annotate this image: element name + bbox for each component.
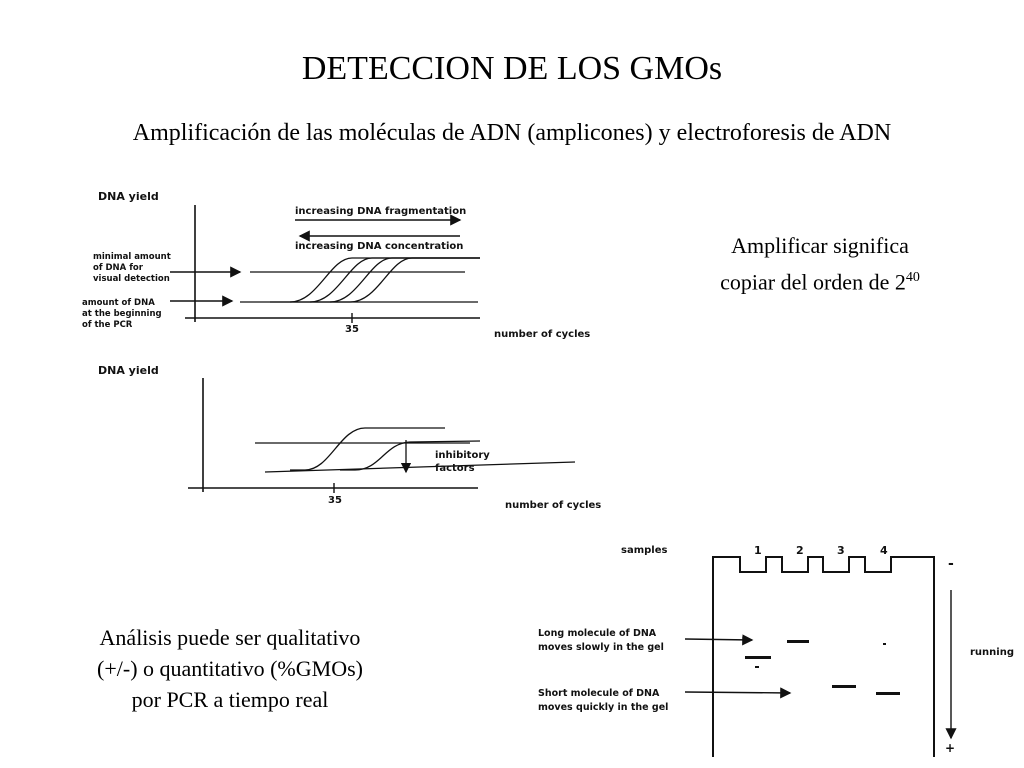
slide-subtitle: Amplificación de las moléculas de ADN (a… [132,120,892,146]
minimal-label-1: minimal amount [93,252,171,262]
amplify-note-exponent: 40 [905,270,920,285]
lane-label-2: 2 [796,544,804,557]
long-molecule-label-1: Long molecule of DNA [538,628,657,639]
bottom-curve-inhibited [340,440,481,471]
gel-band-lane3 [832,685,856,688]
slide-title: DETECCION DE LOS GMOs [301,50,723,87]
gel-band-lane1 [745,656,771,659]
running-label: running [970,647,1014,658]
amplify-note-prefix: copiar del orden de 2 [720,269,906,295]
gel-plus-sign: + [945,741,955,755]
inhibitory-label-1: inhibitory [435,450,490,461]
analysis-note-line1: Análisis puede ser qualitativo [99,625,361,650]
bottom-x-label: number of cycles [505,500,601,511]
start-label-2: at the beginning [82,309,162,319]
amplification-curve-3 [310,257,480,303]
top-tick-label: 35 [345,324,359,335]
long-molecule-arrow [684,634,754,646]
analysis-note-line3: por PCR a tiempo real [131,687,329,712]
gel-minus-sign: - [948,556,954,572]
top-y-label: DNA yield [98,190,159,203]
samples-label: samples [621,545,667,556]
gel-speck [883,643,886,645]
gel-outline [712,556,935,757]
amplify-note-line1: Amplificar significa [731,233,909,258]
bottom-y-label: DNA yield [98,364,159,377]
lane-label-4: 4 [880,544,888,557]
amplification-curve-4 [330,257,480,303]
start-label-1: amount of DNA [82,298,155,308]
amplification-curve-1 [270,257,480,303]
top-x-label: number of cycles [494,329,590,340]
short-molecule-label-1: Short molecule of DNA [538,688,660,699]
pcr-figure-top: DNA yield 35 number of cycles increasing… [82,190,590,340]
pcr-figure-bottom: DNA yield 35 number of cycles inhibitory… [98,364,601,511]
lane-label-1: 1 [754,544,762,557]
bottom-baseline-line [264,461,576,473]
analysis-note-line2: (+/-) o quantitativo (%GMOs) [97,656,363,681]
concentration-label: increasing DNA concentration [295,241,463,252]
lane-label-3: 3 [837,544,845,557]
start-label-3: of the PCR [82,320,133,330]
amplification-curve-2 [290,257,480,303]
amplify-note: Amplificar significa copiar del orden de… [660,230,980,298]
analysis-note: Análisis puede ser qualitativo (+/-) o q… [40,622,420,715]
long-molecule-label-2: moves slowly in the gel [538,642,664,653]
bottom-curve-normal [290,427,445,471]
inhibitory-label-2: factors [435,463,475,474]
fragmentation-label: increasing DNA fragmentation [295,206,466,217]
short-molecule-label-2: moves quickly in the gel [538,702,668,713]
bottom-tick-label: 35 [328,495,342,506]
short-molecule-arrow [684,687,792,699]
minimal-label-2: of DNA for [93,263,144,273]
gel-band-lane2 [787,640,809,643]
gel-band-lane1-small [755,666,759,668]
amplify-note-line2: copiar del orden de 240 [660,262,980,298]
gel-figure: samples 1 2 3 4 - + running Long molecul… [538,544,1014,757]
gel-band-lane4 [876,692,900,695]
minimal-label-3: visual detection [93,274,170,284]
